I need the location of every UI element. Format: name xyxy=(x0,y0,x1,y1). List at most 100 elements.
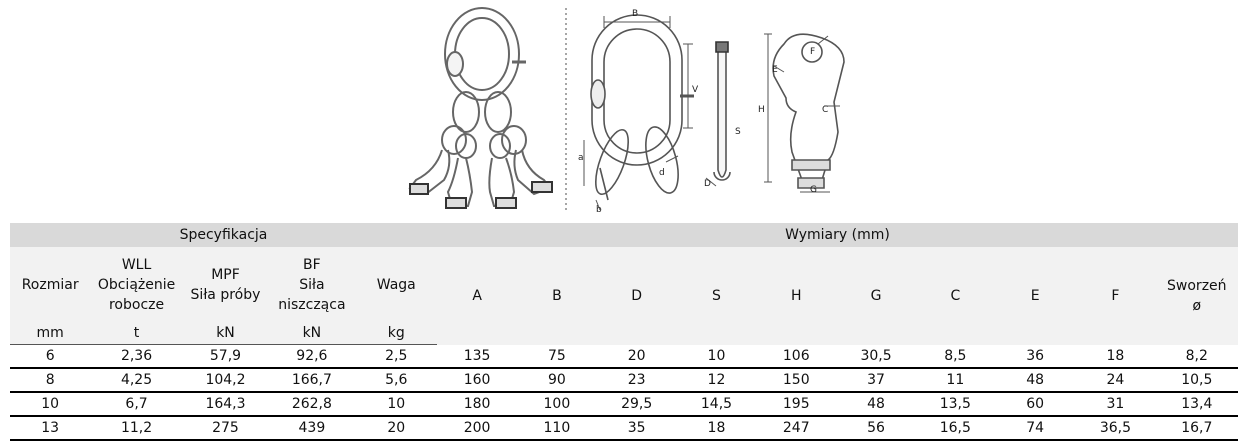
table-cell: 275 xyxy=(182,416,269,441)
collar-left xyxy=(446,51,464,77)
table-cell: 48 xyxy=(836,392,916,417)
table-cell: 13,4 xyxy=(1155,392,1238,417)
table-cell: 48 xyxy=(994,368,1076,393)
svg-text:V: V xyxy=(692,85,699,95)
svg-text:a: a xyxy=(578,153,584,163)
table-cell: 20 xyxy=(596,344,677,369)
table-cell: 166,7 xyxy=(268,368,356,393)
unit-cell: kN xyxy=(268,322,356,345)
svg-text:b: b xyxy=(596,205,602,215)
hook-1 xyxy=(408,125,467,196)
unit-cell: t xyxy=(90,322,183,345)
group-header-dimensions: Wymiary (mm) xyxy=(436,223,1238,247)
column-header-4: Waga xyxy=(355,247,437,322)
table-cell: 75 xyxy=(517,344,597,369)
column-header-line: Siła xyxy=(299,276,325,293)
column-header-line: BF xyxy=(303,256,321,273)
hook-2 xyxy=(445,133,477,209)
table-cell: 6 xyxy=(10,344,91,369)
column-header-line: niszcząca xyxy=(278,296,346,313)
svg-text:D: D xyxy=(704,179,711,189)
column-header-line: F xyxy=(1111,287,1120,304)
table-cell: 6,7 xyxy=(90,392,183,417)
table-cell: 2,36 xyxy=(90,344,183,369)
table-cell: 200 xyxy=(436,416,518,441)
table-cell: 30,5 xyxy=(836,344,916,369)
table-cell: 16,7 xyxy=(1155,416,1238,441)
table-cell: 8,2 xyxy=(1155,344,1238,369)
hook-3 xyxy=(488,133,517,209)
column-header-0: Rozmiar xyxy=(10,247,91,322)
column-header-line: Waga xyxy=(376,276,416,293)
column-header-8: S xyxy=(676,247,757,345)
technical-drawings: B V a b d S D xyxy=(408,7,845,215)
column-header-line: Sworzeń xyxy=(1167,277,1227,294)
table-cell: 29,5 xyxy=(596,392,677,417)
column-header-line: Siła próby xyxy=(190,286,261,303)
svg-text:d: d xyxy=(659,168,665,178)
hook-drawing xyxy=(764,33,845,193)
column-header-9: H xyxy=(756,247,837,345)
table-cell: 10 xyxy=(10,392,91,417)
hook-labels: H F E C G xyxy=(758,47,828,195)
table-cell: 150 xyxy=(756,368,837,393)
table-cell: 14,5 xyxy=(676,392,757,417)
sub-link-left xyxy=(452,91,480,133)
table-cell: 4,25 xyxy=(90,368,183,393)
svg-text:F: F xyxy=(810,47,815,57)
column-header-line: ø xyxy=(1192,297,1202,314)
table-cell: 110 xyxy=(517,416,597,441)
table-cell: 35 xyxy=(596,416,677,441)
column-header-2: MPF Siła próby xyxy=(182,247,269,322)
table-cell: 56 xyxy=(836,416,916,441)
table-cell: 439 xyxy=(268,416,356,441)
column-header-7: D xyxy=(596,247,677,345)
column-header-10: G xyxy=(836,247,916,345)
table-cell: 23 xyxy=(596,368,677,393)
assembly-drawing xyxy=(408,7,553,209)
table-cell: 11,2 xyxy=(90,416,183,441)
hook-4 xyxy=(501,125,553,196)
svg-text:G: G xyxy=(810,185,817,195)
column-header-3: BF Siła niszcząca xyxy=(268,247,356,322)
column-header-11: C xyxy=(915,247,995,345)
column-header-6: B xyxy=(517,247,597,345)
table-cell: 24 xyxy=(1075,368,1156,393)
master-link-drawing xyxy=(583,14,694,211)
table-cell: 164,3 xyxy=(182,392,269,417)
side-view-drawing xyxy=(705,41,731,187)
table-cell: 36,5 xyxy=(1075,416,1156,441)
table-cell: 90 xyxy=(517,368,597,393)
table-cell: 31 xyxy=(1075,392,1156,417)
table-cell: 36 xyxy=(994,344,1076,369)
table-cell: 20 xyxy=(355,416,437,441)
table-cell: 60 xyxy=(994,392,1076,417)
svg-text:E: E xyxy=(772,65,778,75)
svg-text:B: B xyxy=(632,9,638,19)
column-header-line: MPF xyxy=(211,266,240,283)
table-cell: 135 xyxy=(436,344,518,369)
column-header-line: H xyxy=(790,287,802,304)
column-header-line: E xyxy=(1030,287,1040,304)
side-view-labels: S D xyxy=(704,127,741,189)
table-cell: 8,5 xyxy=(915,344,995,369)
column-header-line: S xyxy=(712,287,721,304)
column-header-line: C xyxy=(950,287,961,304)
column-header-line: Rozmiar xyxy=(21,276,79,293)
unit-cell: mm xyxy=(10,322,91,345)
table-cell: 13,5 xyxy=(915,392,995,417)
table-cell: 247 xyxy=(756,416,837,441)
column-header-line: robocze xyxy=(108,296,165,313)
table-cell: 11 xyxy=(915,368,995,393)
table-cell: 37 xyxy=(836,368,916,393)
svg-text:S: S xyxy=(735,127,741,137)
table-cell: 16,5 xyxy=(915,416,995,441)
table-cell: 180 xyxy=(436,392,518,417)
master-link-labels: B V a b d xyxy=(578,9,699,215)
